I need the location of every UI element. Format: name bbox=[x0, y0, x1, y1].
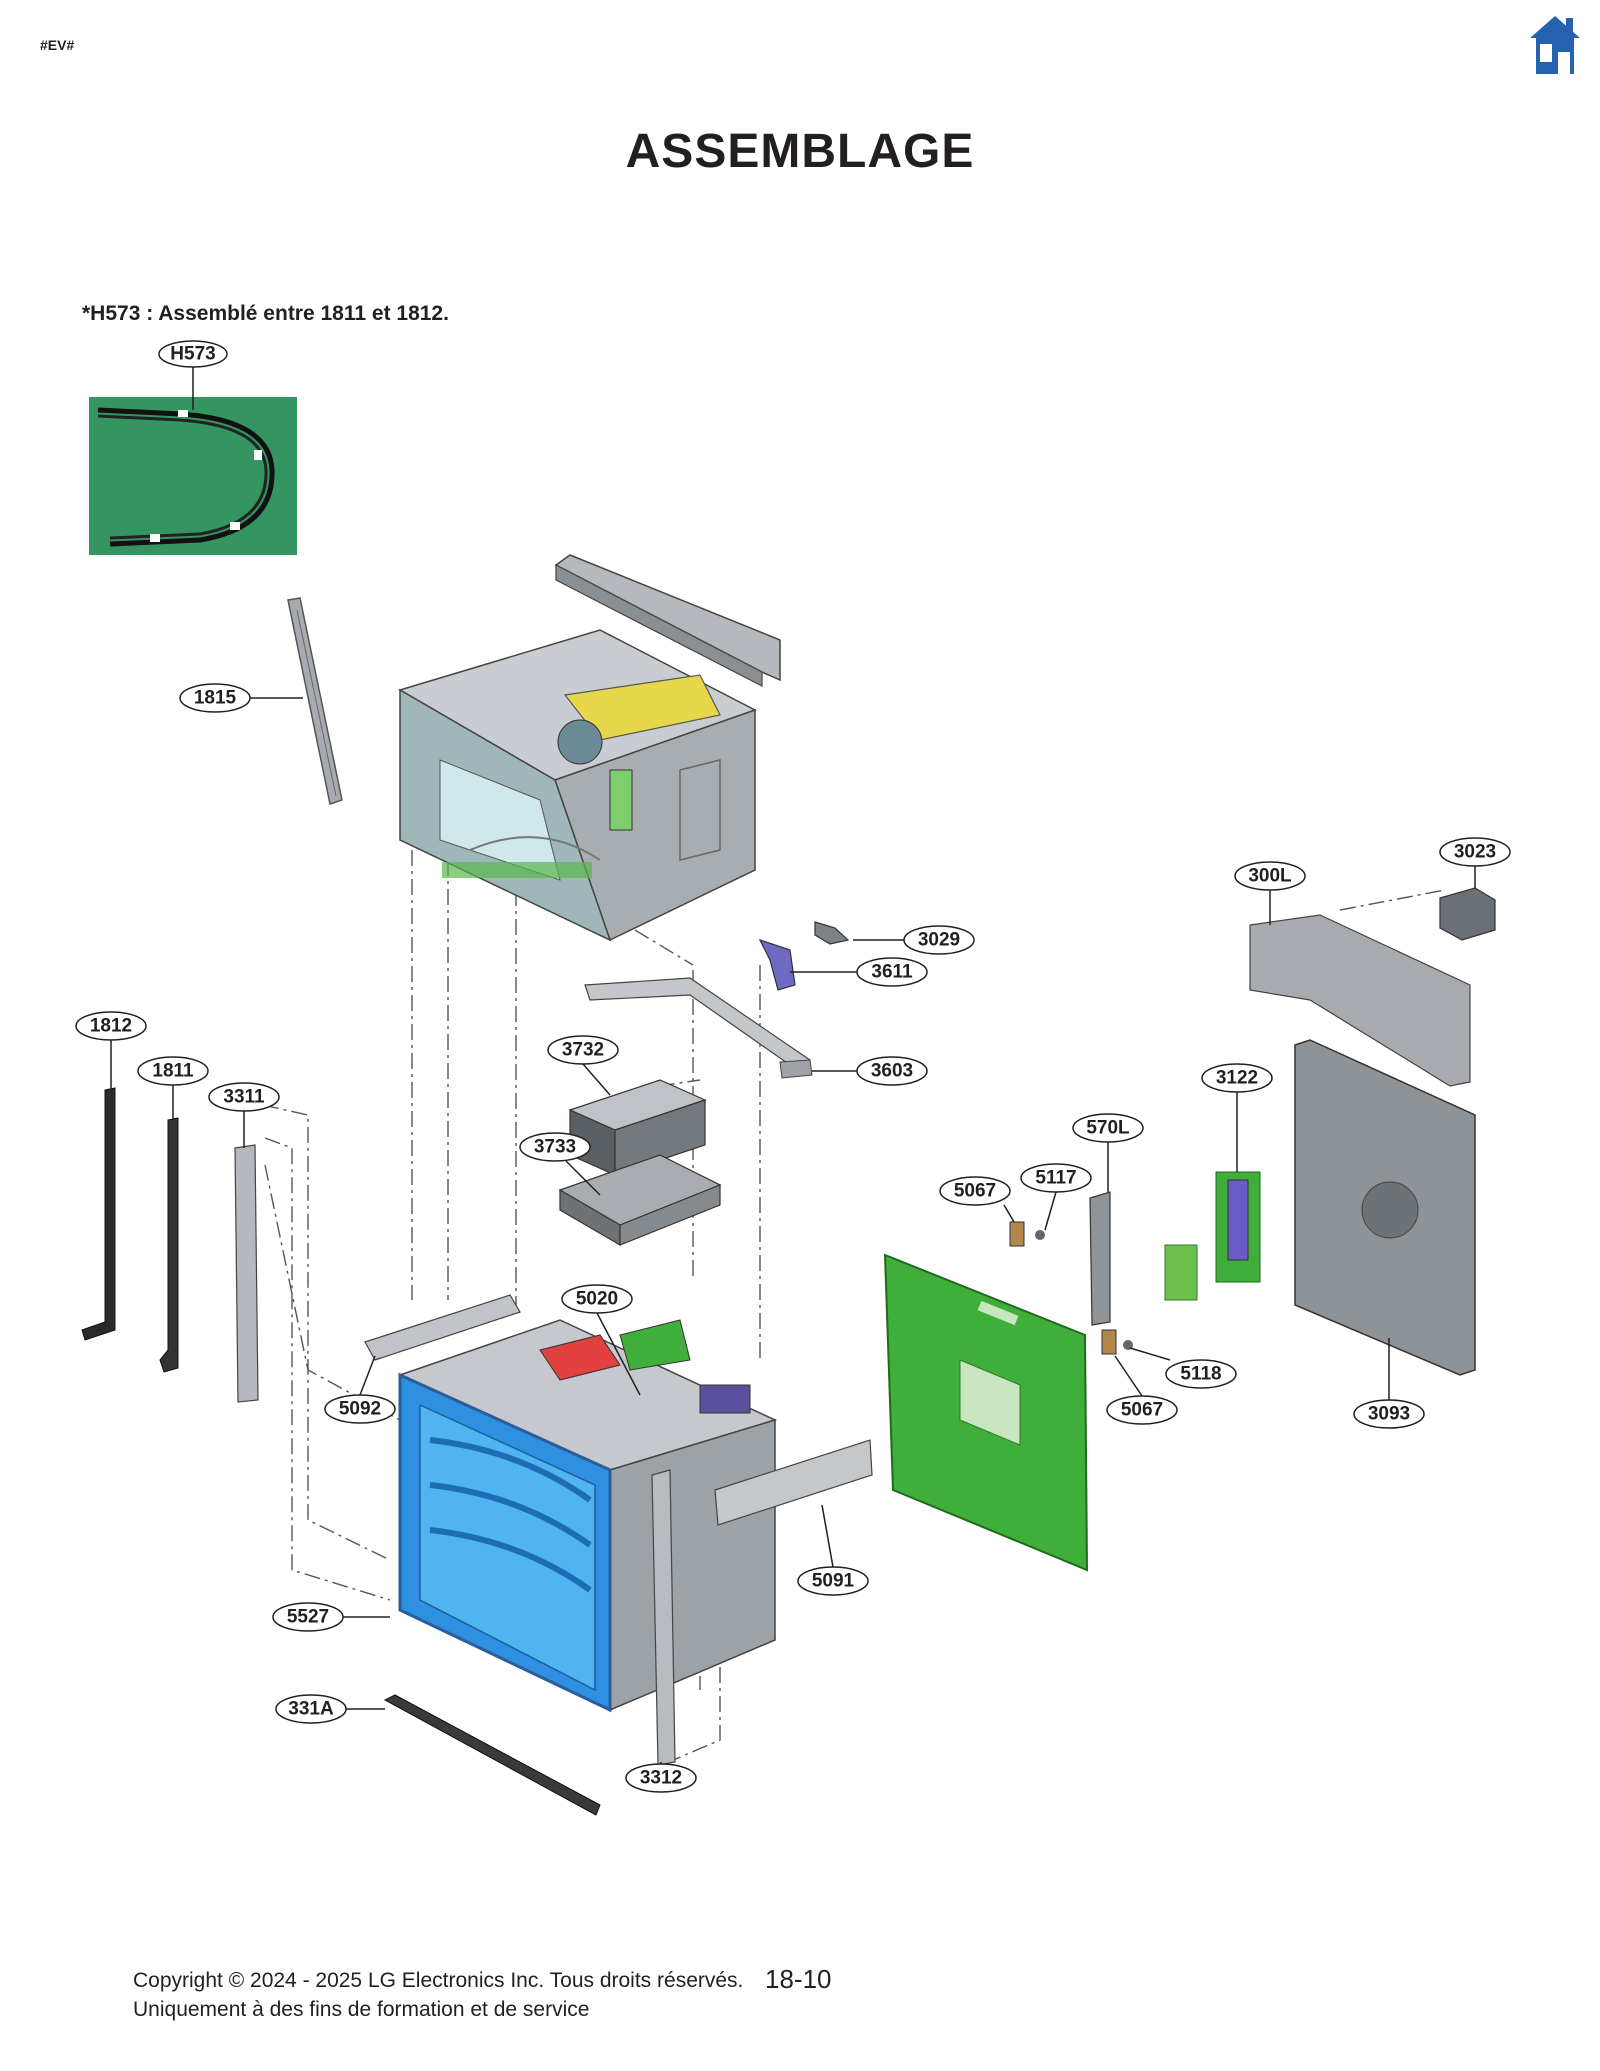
callout-label: 3732 bbox=[562, 1040, 604, 1061]
part-570L bbox=[1089, 1191, 1111, 1326]
part-300L bbox=[1249, 914, 1471, 1087]
callout-label: 331A bbox=[288, 1699, 334, 1720]
callout-3611: 3611 bbox=[790, 957, 928, 987]
callout-5067-upper: 5067 bbox=[939, 1176, 1015, 1223]
part-5092 bbox=[364, 1294, 521, 1361]
callout-H573: H573 bbox=[158, 340, 228, 410]
callout-5118: 5118 bbox=[1129, 1347, 1237, 1389]
callout-3732: 3732 bbox=[547, 1035, 619, 1096]
page-title: ASSEMBLAGE bbox=[625, 125, 975, 178]
callout-label: 1815 bbox=[194, 688, 237, 709]
assembly-note: *H573 : Assemblé entre 1811 et 1812. bbox=[82, 302, 449, 325]
part-3122 bbox=[1164, 1171, 1261, 1301]
page-number: 18-10 bbox=[765, 1964, 832, 1994]
callout-3029: 3029 bbox=[853, 925, 975, 955]
part-3603 bbox=[584, 977, 813, 1079]
callout-label: 5020 bbox=[576, 1289, 618, 1310]
part-3023 bbox=[1439, 887, 1496, 941]
callout-5117: 5117 bbox=[1020, 1163, 1092, 1231]
part-1812-rail bbox=[81, 1087, 116, 1341]
part-small-clips bbox=[1009, 1221, 1133, 1355]
part-3311-bracket bbox=[234, 1144, 259, 1403]
callout-label: 3093 bbox=[1368, 1404, 1410, 1425]
callout-5091: 5091 bbox=[797, 1504, 869, 1596]
callout-331A: 331A bbox=[275, 1694, 385, 1724]
part-331A-trim bbox=[383, 1694, 601, 1816]
footer: Copyright © 2024 - 2025 LG Electronics I… bbox=[133, 1966, 743, 2024]
callout-1811: 1811 bbox=[137, 1056, 209, 1120]
usage-text: Uniquement à des fins de formation et de… bbox=[133, 1998, 590, 2021]
callout-label: 3733 bbox=[534, 1137, 576, 1158]
callout-label: 3311 bbox=[223, 1087, 265, 1108]
cable-photo bbox=[89, 397, 297, 555]
document-tag: #EV# bbox=[40, 37, 75, 53]
part-3029 bbox=[814, 921, 850, 945]
callout-label: 3023 bbox=[1454, 842, 1496, 863]
callout-1812: 1812 bbox=[75, 1011, 147, 1090]
callout-5527: 5527 bbox=[272, 1602, 390, 1632]
callout-label: 3122 bbox=[1216, 1068, 1258, 1089]
callout-label: 5067 bbox=[1121, 1400, 1163, 1421]
callout-label: 1811 bbox=[152, 1061, 194, 1082]
part-1815-rail bbox=[287, 597, 343, 805]
callout-3122: 3122 bbox=[1201, 1063, 1273, 1172]
part-1811-rail bbox=[159, 1117, 179, 1373]
callout-label: 3611 bbox=[871, 962, 913, 983]
callout-label: 1812 bbox=[90, 1016, 132, 1037]
callout-label: 570L bbox=[1086, 1118, 1130, 1139]
callout-5067-lower: 5067 bbox=[1106, 1355, 1178, 1425]
callout-1815: 1815 bbox=[179, 683, 303, 713]
callout-label: 5092 bbox=[339, 1399, 381, 1420]
callout-label: 5118 bbox=[1180, 1364, 1221, 1385]
part-3093 bbox=[1294, 1039, 1476, 1376]
part-3611 bbox=[758, 938, 796, 991]
callout-3312: 3312 bbox=[625, 1762, 697, 1793]
home-icon[interactable] bbox=[1528, 14, 1582, 76]
callout-label: 3029 bbox=[918, 930, 960, 951]
copyright-text: Copyright © 2024 - 2025 LG Electronics I… bbox=[133, 1969, 744, 1992]
callout-3603: 3603 bbox=[812, 1056, 928, 1086]
part-3733 bbox=[558, 1154, 722, 1247]
callout-5020: 5020 bbox=[561, 1284, 641, 1396]
part-top-cover bbox=[554, 554, 781, 687]
callout-300L: 300L bbox=[1234, 861, 1306, 925]
callout-label: 3312 bbox=[640, 1768, 682, 1789]
part-3732 bbox=[568, 1079, 707, 1176]
callout-570L: 570L bbox=[1072, 1113, 1144, 1192]
callout-3023: 3023 bbox=[1439, 837, 1511, 888]
callout-label: 5091 bbox=[812, 1571, 855, 1592]
callout-label: 5117 bbox=[1035, 1168, 1076, 1189]
callout-label: 5527 bbox=[287, 1607, 329, 1628]
part-3312-bracket bbox=[651, 1469, 676, 1766]
part-5091 bbox=[714, 1439, 873, 1526]
part-green-panel bbox=[883, 1253, 1089, 1572]
callout-3311: 3311 bbox=[208, 1082, 280, 1148]
callout-label: 3603 bbox=[871, 1061, 913, 1082]
callout-label: 5067 bbox=[954, 1181, 996, 1202]
callout-3093: 3093 bbox=[1353, 1338, 1425, 1429]
callout-3733: 3733 bbox=[519, 1132, 601, 1196]
part-upper-cabinet bbox=[398, 629, 757, 942]
callout-label: H573 bbox=[170, 344, 215, 365]
callout-label: 300L bbox=[1248, 866, 1292, 887]
callout-5092: 5092 bbox=[324, 1355, 396, 1424]
